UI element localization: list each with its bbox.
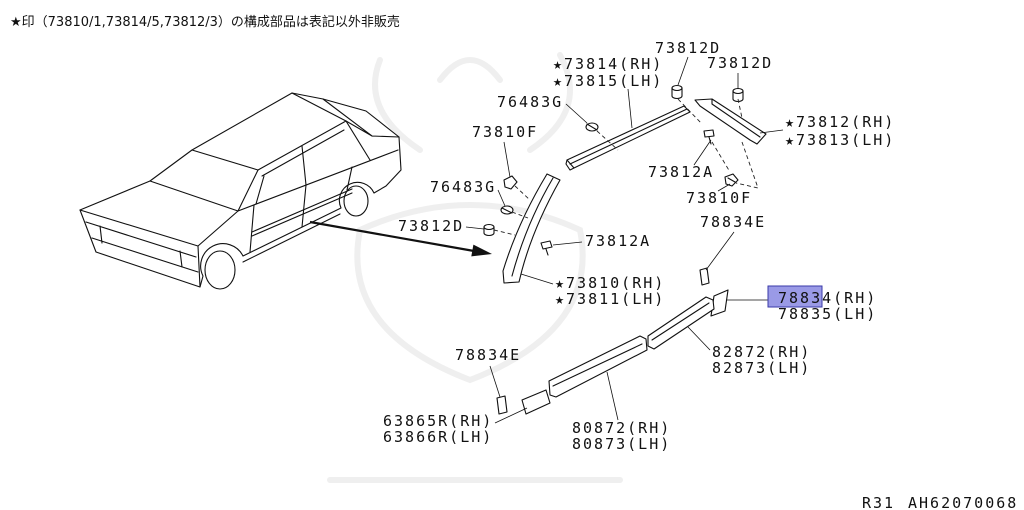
- part-label-pillar-clip-f[interactable]: 73810F: [472, 123, 538, 141]
- part-label-front-door-molding-rh[interactable]: 80872(RH): [572, 419, 671, 437]
- clip-icon: [483, 223, 495, 237]
- arrow-head: [471, 244, 492, 257]
- roof-molding-part: [565, 105, 691, 171]
- front-door-molding-groove: [552, 343, 643, 387]
- pillar-molding-part: [502, 173, 561, 284]
- part-label-pillar-clip-d[interactable]: 73812D: [398, 217, 464, 235]
- grommet-detail: [501, 207, 513, 214]
- part-label-pillar-molding-lh[interactable]: ★73811(LH): [555, 290, 665, 308]
- fastener-body: [503, 175, 518, 190]
- c-pillar: [345, 120, 371, 161]
- part-label-rear-door-molding-lh[interactable]: 82873(LH): [712, 359, 811, 377]
- windshield: [149, 149, 259, 212]
- fastener-icon: [724, 173, 739, 187]
- roof-molding-end: [565, 159, 575, 171]
- sill-clip-icon: [496, 395, 508, 415]
- watermark-crest-right: [527, 52, 573, 153]
- part-label-sill-clip-front[interactable]: 78834E: [455, 346, 521, 364]
- rocker-line: [242, 213, 341, 263]
- car-body-outline: [79, 92, 402, 288]
- clip-top: [483, 223, 495, 231]
- direction-arrow: [309, 220, 492, 257]
- clip-top: [732, 87, 744, 95]
- screw-head: [540, 240, 553, 250]
- part-label-sill-clip-rear[interactable]: 78834E: [700, 213, 766, 231]
- fastener-icon: [503, 175, 518, 190]
- watermark-crest-left: [372, 57, 423, 153]
- grommet-icon: [585, 122, 599, 132]
- grille-bumper: [85, 221, 199, 273]
- part-label-front-cap-lh[interactable]: 63866R(LH): [383, 428, 493, 446]
- arrow-shaft: [309, 220, 475, 253]
- part-label-rear-door-molding-rh[interactable]: 82872(RH): [712, 343, 811, 361]
- part-label-front-door-molding-lh[interactable]: 80873(LH): [572, 435, 671, 453]
- front-door-molding-part: [548, 335, 648, 398]
- part-label-end-cap-rh[interactable]: 78834(RH): [778, 289, 877, 307]
- watermark-mask: [354, 202, 586, 384]
- part-label-roof-molding-lh[interactable]: ★73815(LH): [553, 72, 663, 90]
- fastener-detail: [727, 177, 736, 183]
- figure-code: AH62070068: [908, 494, 1018, 510]
- front-cap-body: [521, 389, 551, 415]
- front-door-molding-body: [548, 335, 648, 398]
- sill-clip-body: [496, 395, 508, 415]
- pillar-molding-body: [502, 173, 561, 284]
- screw-icon: [703, 129, 715, 145]
- screw-shank: [545, 248, 549, 256]
- part-label-upper-clip-b[interactable]: 73812D: [707, 54, 773, 72]
- catalog-note: ★印（73810/1,73814/5,73812/3）の構成部品は表記以外非販売: [10, 14, 400, 30]
- car-side-molding: [251, 188, 353, 237]
- part-label-upper-grommet[interactable]: 76483G: [497, 93, 563, 111]
- side-window-frame: [255, 129, 345, 205]
- part-label-pillar-grommet[interactable]: 76483G: [430, 178, 496, 196]
- screw-icon: [540, 240, 553, 256]
- rear-door-molding-part: [647, 296, 715, 350]
- car-illustration: [79, 92, 402, 290]
- rear-window: [322, 98, 400, 138]
- model-code: R31: [862, 494, 895, 510]
- rear-bracket-edge: [711, 98, 761, 138]
- pillar-guide-lines: [493, 185, 531, 236]
- clip-top: [671, 84, 683, 92]
- part-label-rear-clip-f[interactable]: 73810F: [686, 189, 752, 207]
- roof-molding-groove: [569, 108, 688, 165]
- part-label-upper-screw[interactable]: 73812A: [648, 163, 714, 181]
- screw-head: [703, 129, 715, 138]
- watermark-logo: [327, 52, 623, 483]
- part-label-end-cap-lh[interactable]: 78835(LH): [778, 305, 877, 323]
- part-label-upper-clip-a[interactable]: 73812D: [655, 39, 721, 57]
- grommet-detail: [586, 123, 598, 131]
- leader-lines: [465, 56, 784, 424]
- front-cap-part: [521, 389, 551, 415]
- part-label-rear-bracket-rh[interactable]: ★73812(RH): [785, 113, 895, 131]
- screw-shank: [708, 136, 712, 145]
- assembly-guide-lines: [596, 98, 759, 189]
- pillar-molding-groove: [511, 177, 554, 277]
- clip-icon: [671, 84, 683, 100]
- part-label-rear-bracket-lh[interactable]: ★73813(LH): [785, 131, 895, 149]
- sill-clip-body: [699, 267, 710, 286]
- rear-door-molding-groove: [651, 302, 710, 341]
- front-tire: [204, 250, 236, 290]
- door-lines: [249, 166, 353, 253]
- watermark-crest-top: [437, 57, 503, 83]
- part-label-roof-molding-rh[interactable]: ★73814(RH): [553, 55, 663, 73]
- clip-icon: [732, 87, 744, 103]
- grommet-icon: [500, 205, 514, 215]
- part-label-front-cap-rh[interactable]: 63865R(RH): [383, 412, 493, 430]
- rear-bracket-part: [694, 98, 767, 145]
- part-label-pillar-molding-rh[interactable]: ★73810(RH): [555, 274, 665, 292]
- sill-clip-icon: [699, 267, 710, 286]
- hotspot-highlight[interactable]: [767, 285, 823, 308]
- part-label-pillar-screw[interactable]: 73812A: [585, 232, 651, 250]
